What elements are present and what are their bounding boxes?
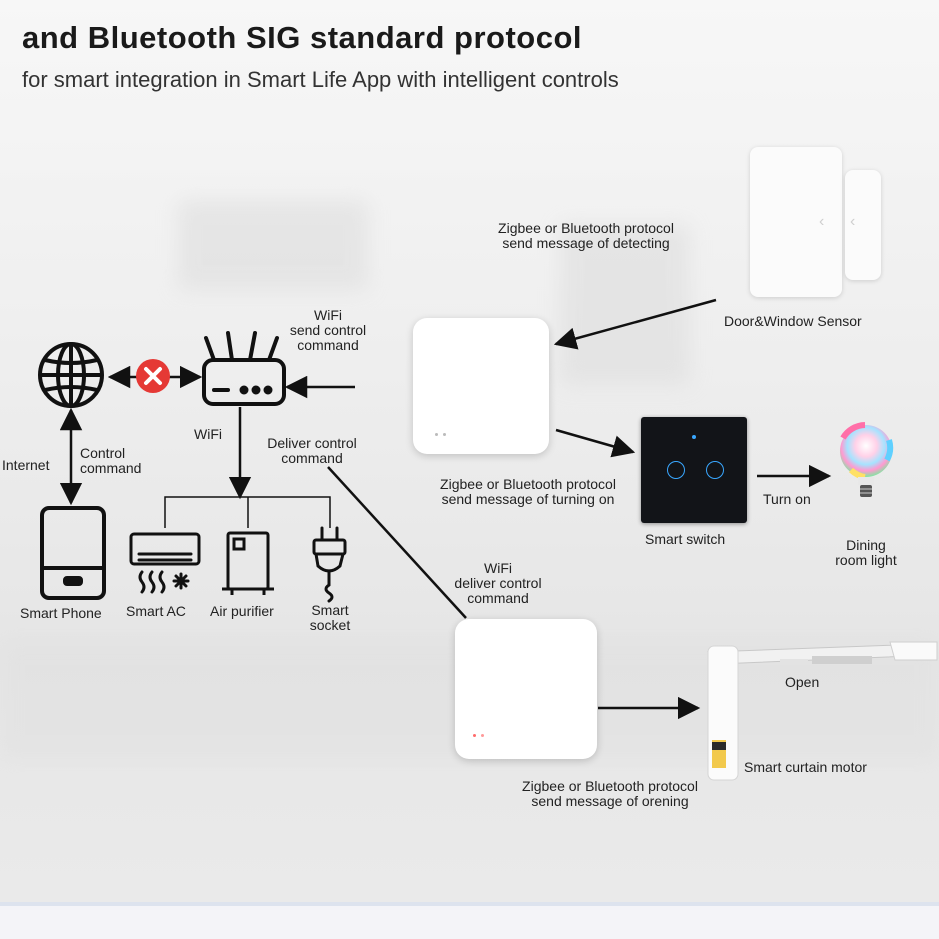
- router-icon: [202, 331, 286, 406]
- background-shape: [560, 225, 690, 385]
- label-control-command: Control command: [80, 445, 142, 476]
- gateway-hub-top: [413, 318, 549, 454]
- globe-icon: [38, 342, 104, 408]
- label-air-purifier: Air purifier: [210, 603, 274, 619]
- deliver-control-line: [327, 466, 467, 619]
- label-smart-phone: Smart Phone: [20, 605, 102, 621]
- hub-led: [443, 433, 446, 436]
- label-turn-on: Turn on: [763, 491, 811, 507]
- smart-phone-icon: [40, 506, 106, 600]
- sensor-mark: ‹: [850, 213, 856, 230]
- label-internet: Internet: [2, 457, 50, 473]
- hub-led: [473, 734, 476, 737]
- gateway-hub-bottom: [455, 619, 597, 759]
- bottom-band: [0, 902, 939, 939]
- hub-led: [481, 734, 484, 737]
- hub-to-switch-arrow: [555, 428, 636, 458]
- sensor-mark: ‹: [819, 213, 825, 230]
- smart-switch-panel: [641, 417, 747, 523]
- label-wifi-send: WiFi send control command: [289, 307, 367, 353]
- switch-wifi-led: [692, 435, 696, 439]
- subline: for smart integration in Smart Life App …: [22, 67, 619, 92]
- switch-button-1: [667, 461, 685, 479]
- air-conditioner-icon: [129, 532, 201, 594]
- label-zigbee-opening: Zigbee or Bluetooth protocol send messag…: [522, 778, 698, 809]
- label-smart-socket: Smart socket: [309, 602, 351, 633]
- sensor-to-hub-arrow: [553, 298, 717, 350]
- label-wifi-router: WiFi: [194, 426, 222, 442]
- blocked-x-icon: [136, 359, 170, 393]
- hub-led: [435, 433, 438, 436]
- label-open: Open: [785, 674, 820, 690]
- label-curtain-motor: Smart curtain motor: [744, 759, 867, 775]
- label-deliver-control: Deliver control command: [267, 435, 357, 466]
- label-smart-ac: Smart AC: [126, 603, 186, 619]
- door-window-sensor-main: [750, 147, 842, 297]
- label-wifi-deliver: WiFi deliver control command: [454, 560, 542, 606]
- label-zigbee-detect: Zigbee or Bluetooth protocol send messag…: [498, 220, 674, 251]
- background-shape: [178, 200, 368, 290]
- smart-socket-icon: [312, 526, 347, 603]
- light-bulb-icon: [840, 422, 894, 497]
- curtain-motor: [706, 641, 938, 781]
- label-dining-light: Dining room light: [835, 537, 897, 568]
- headline: and Bluetooth SIG standard protocol: [22, 20, 582, 55]
- door-window-sensor-magnet: [845, 170, 881, 280]
- label-zigbee-turning: Zigbee or Bluetooth protocol send messag…: [440, 476, 616, 507]
- switch-button-2: [706, 461, 724, 479]
- air-purifier-icon: [222, 531, 274, 595]
- label-door-sensor: Door&Window Sensor: [724, 313, 862, 329]
- label-smart-switch: Smart switch: [645, 531, 726, 547]
